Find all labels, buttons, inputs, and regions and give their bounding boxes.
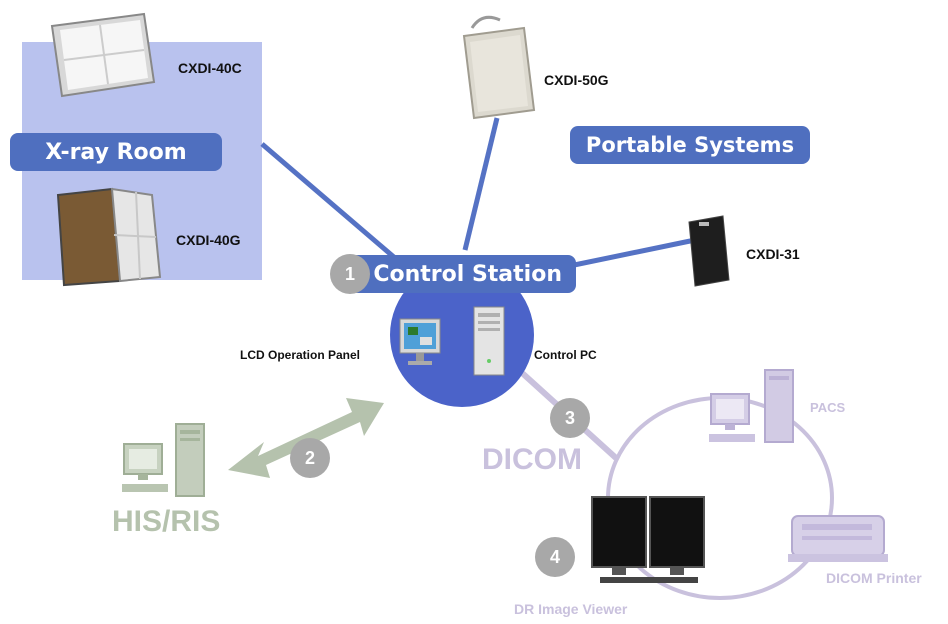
badge-3: 3 xyxy=(550,398,590,438)
line-cxdi-50g xyxy=(462,117,500,251)
xray-room-pill: X-ray Room xyxy=(10,133,222,171)
badge-3-text: 3 xyxy=(564,407,575,428)
cxdi-40g-detector-icon xyxy=(56,187,162,287)
badge-2-text: 2 xyxy=(304,447,315,468)
control-pc-label: Control PC xyxy=(534,348,597,362)
pacs-computer-icon xyxy=(709,369,794,443)
xray-room-label: X-ray Room xyxy=(45,139,187,165)
badge-4-text: 4 xyxy=(549,546,560,567)
badge-4: 4 xyxy=(535,537,575,577)
cxdi-31-detector-icon xyxy=(688,215,730,287)
his-ris-computer-icon xyxy=(122,423,205,497)
badge-2: 2 xyxy=(290,438,330,478)
control-station-label: Control Station xyxy=(373,261,562,287)
badge-1-text: 1 xyxy=(344,263,355,284)
cxdi-40c-detector-icon xyxy=(50,12,156,98)
cxdi-31-label: CXDI-31 xyxy=(746,246,800,262)
dicom-printer-label: DICOM Printer xyxy=(826,570,922,586)
portable-systems-label: Portable Systems xyxy=(585,133,795,157)
cxdi-50g-detector-icon xyxy=(462,15,536,120)
lcd-operation-panel-icon xyxy=(399,318,441,365)
portable-systems-pill: Portable Systems xyxy=(570,126,810,164)
control-station-pill: Control Station xyxy=(340,255,576,293)
line-xray-room xyxy=(260,142,397,260)
lcd-operation-panel-label: LCD Operation Panel xyxy=(240,348,361,362)
dr-image-viewer-monitors-icon xyxy=(591,496,705,583)
pacs-label: PACS xyxy=(810,400,846,415)
dr-image-viewer-label: DR Image Viewer xyxy=(514,601,628,617)
his-ris-label: HIS/RIS xyxy=(112,505,221,538)
control-pc-tower-icon xyxy=(473,306,505,376)
dicom-printer-icon xyxy=(788,515,888,562)
cxdi-50g-label: CXDI-50G xyxy=(544,72,609,88)
cxdi-40c-label: CXDI-40C xyxy=(178,60,242,76)
dicom-label: DICOM xyxy=(482,443,582,476)
badge-1: 1 xyxy=(330,254,370,294)
cxdi-40g-label: CXDI-40G xyxy=(176,232,241,248)
